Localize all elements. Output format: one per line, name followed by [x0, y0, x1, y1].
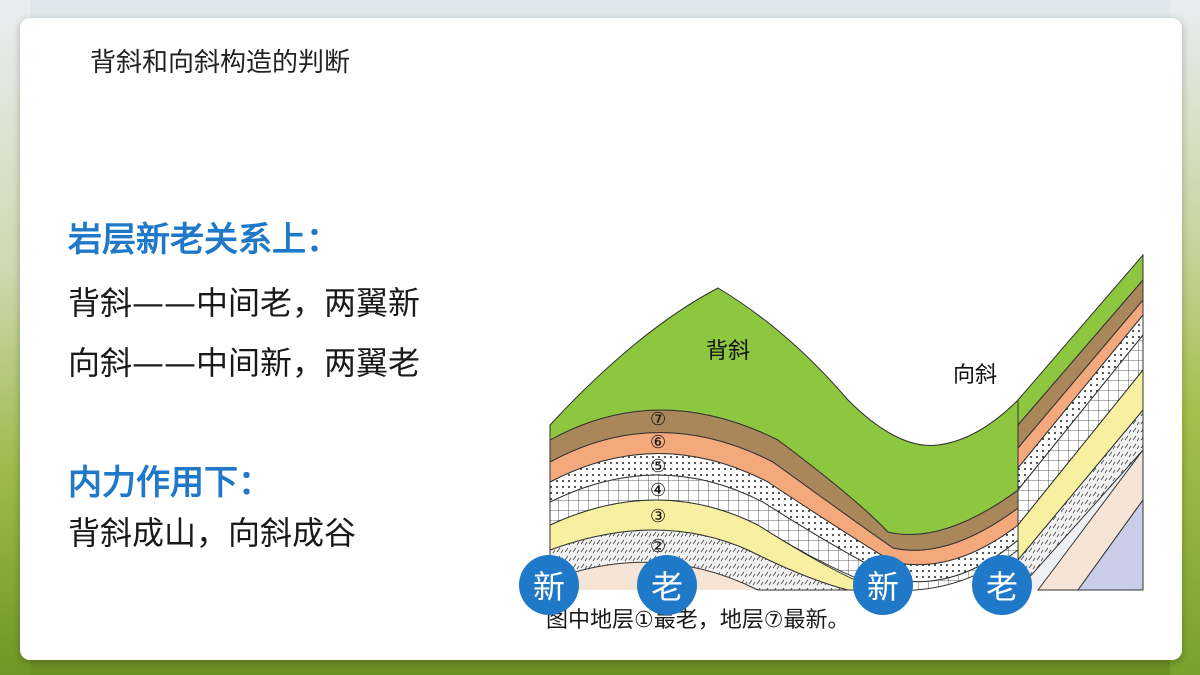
layer-label-3: ③ [650, 506, 666, 527]
syncline-rule: 向斜——中间新，两翼老 [68, 344, 421, 382]
anticline-rule: 背斜——中间老，两翼新 [68, 284, 421, 322]
diagram-caption: 图中地层①最老，地层⑦最新。 [546, 608, 850, 633]
badge-new-left: 新 [519, 555, 579, 615]
layer-label-2: ② [650, 536, 666, 557]
force-rule: 背斜成山，向斜成谷 [68, 514, 357, 552]
layer-label-4: ④ [650, 480, 666, 501]
anticline-label: 背斜 [706, 339, 750, 364]
layer-label-5: ⑤ [650, 456, 666, 477]
force-heading: 内力作用下： [68, 463, 272, 503]
syncline-label: 向斜 [953, 363, 997, 388]
badge-new-right: 新 [853, 555, 913, 615]
badge-old-right: 老 [972, 555, 1032, 615]
page-title: 背斜和向斜构造的判断 [90, 48, 351, 78]
fold-diagram: 背斜 向斜 ⑦ ⑥ ⑤ ④ ③ ② [549, 253, 1144, 592]
surface-layer [549, 287, 1019, 535]
layer-label-7: ⑦ [650, 409, 666, 430]
rock-age-heading: 岩层新老关系上： [68, 220, 340, 260]
layer-label-6: ⑥ [650, 432, 666, 453]
badge-old-left: 老 [637, 555, 697, 615]
